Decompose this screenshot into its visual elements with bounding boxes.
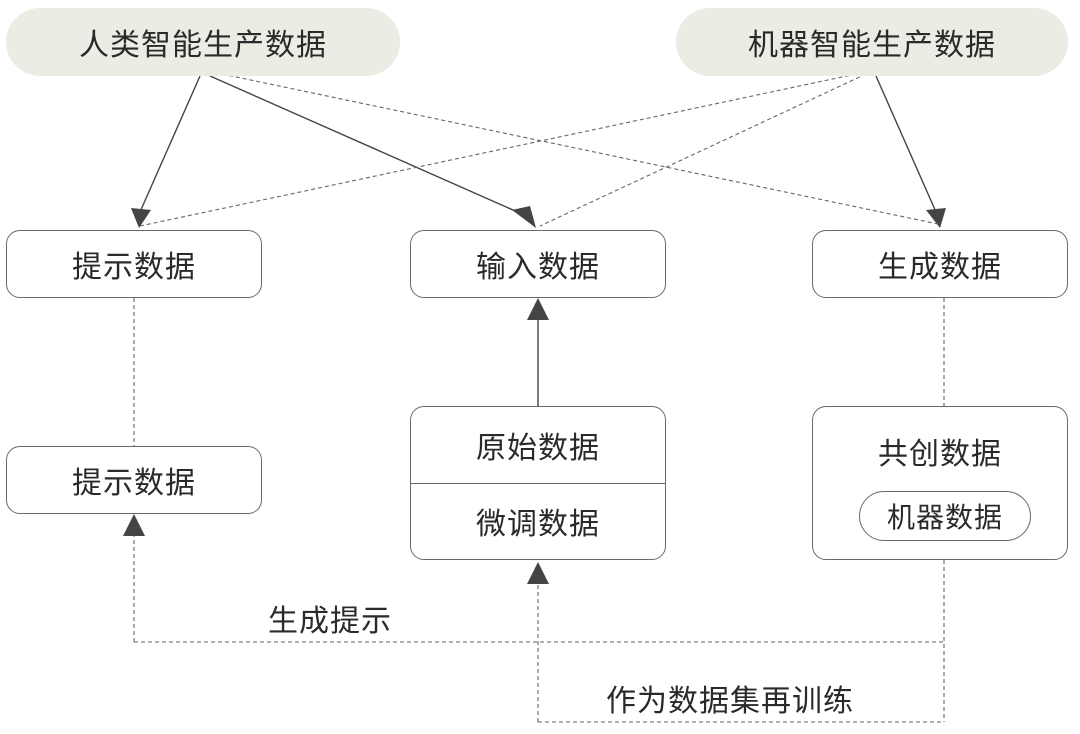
edge-machine-to-generated	[875, 75, 937, 213]
cocreate-data-node: 共创数据 机器数据	[812, 406, 1068, 560]
raw-finetune-node: 原始数据 微调数据	[410, 406, 666, 560]
machine-source-label: 机器智能生产数据	[748, 28, 996, 63]
arrowhead-prompt-top	[131, 208, 151, 228]
arrowhead-prompt-bottom	[123, 514, 145, 536]
generate-prompt-edge-label: 生成提示	[268, 604, 392, 639]
generated-data-node: 生成数据	[812, 230, 1068, 298]
edge-human-to-prompt	[139, 75, 201, 213]
input-data-label: 输入数据	[476, 250, 600, 285]
prompt-data-node: 提示数据	[6, 230, 262, 298]
machine-data-label: 机器数据	[886, 501, 1003, 534]
machine-source-node: 机器智能生产数据	[676, 8, 1068, 76]
edge-machine-to-input-dashed	[539, 73, 867, 227]
prompt-data-label: 提示数据	[72, 250, 196, 285]
retrain-edge-label: 作为数据集再训练	[606, 684, 854, 719]
edge-machine-to-prompt-dashed	[139, 73, 857, 227]
human-source-node: 人类智能生产数据	[6, 8, 400, 76]
machine-data-pill: 机器数据	[859, 491, 1031, 541]
prompt-data-lower-node: 提示数据	[6, 446, 262, 514]
arrowhead-input-top	[512, 206, 536, 228]
prompt-data-lower-label: 提示数据	[72, 466, 196, 501]
raw-data-section: 原始数据	[411, 407, 665, 484]
finetune-data-label: 微调数据	[476, 507, 600, 542]
edge-human-to-generated-dashed	[221, 73, 939, 225]
arrowhead-finetune-bottom	[527, 562, 549, 584]
input-data-node: 输入数据	[410, 230, 666, 298]
human-source-label: 人类智能生产数据	[79, 28, 327, 63]
raw-data-label: 原始数据	[476, 431, 600, 466]
generated-data-label: 生成数据	[878, 250, 1002, 285]
cocreate-data-label: 共创数据	[878, 437, 1002, 472]
finetune-data-section: 微调数据	[411, 483, 665, 559]
arrowhead-generated-top	[926, 208, 946, 228]
edge-human-to-input	[209, 75, 523, 215]
arrowhead-input-bottom	[527, 298, 549, 320]
